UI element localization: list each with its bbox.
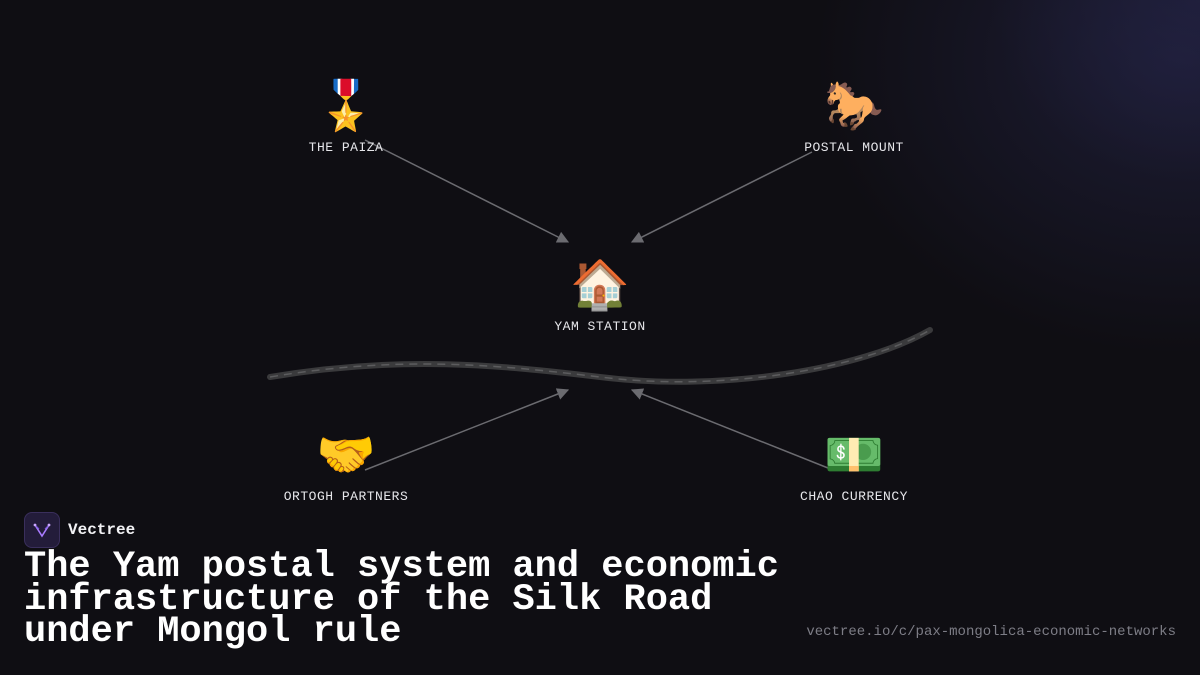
silk-road-dash (269, 329, 931, 383)
medal-icon: 🎖️ (316, 78, 376, 134)
source-url[interactable]: vectree.io/c/pax-mongolica-economic-netw… (806, 624, 1176, 640)
handshake-icon: 🤝 (316, 427, 376, 483)
banknote-icon: 💵 (824, 427, 884, 483)
node-postal-mount[interactable]: 🐎 POSTAL MOUNT (804, 78, 904, 155)
edge-paiza-yam (364, 139, 570, 243)
silk-road-path (267, 327, 933, 385)
node-label: CHAO CURRENCY (800, 489, 908, 504)
brand[interactable]: Vectree (24, 512, 135, 548)
node-chao-currency[interactable]: 💵 CHAO CURRENCY (800, 427, 908, 504)
node-label: THE PAIZA (308, 140, 384, 155)
horse-icon: 🐎 (824, 78, 884, 134)
node-label: ORTOGH PARTNERS (283, 489, 409, 504)
edge-chao-yam (630, 388, 829, 469)
brand-name: Vectree (68, 521, 136, 539)
node-label: POSTAL MOUNT (804, 140, 904, 155)
node-ortogh-partners[interactable]: 🤝 ORTOGH PARTNERS (284, 427, 409, 504)
node-label: YAM STATION (554, 319, 646, 334)
edge-ortogh-yam (364, 388, 570, 471)
vectree-logo-icon (24, 512, 60, 548)
house-icon: 🏠 (570, 257, 630, 313)
edge-mount-yam (630, 151, 813, 243)
node-the-paiza[interactable]: 🎖️ THE PAIZA (309, 78, 384, 155)
node-yam-station[interactable]: 🏠 YAM STATION (554, 257, 645, 334)
page-title: The Yam postal system and economic infra… (24, 546, 779, 653)
